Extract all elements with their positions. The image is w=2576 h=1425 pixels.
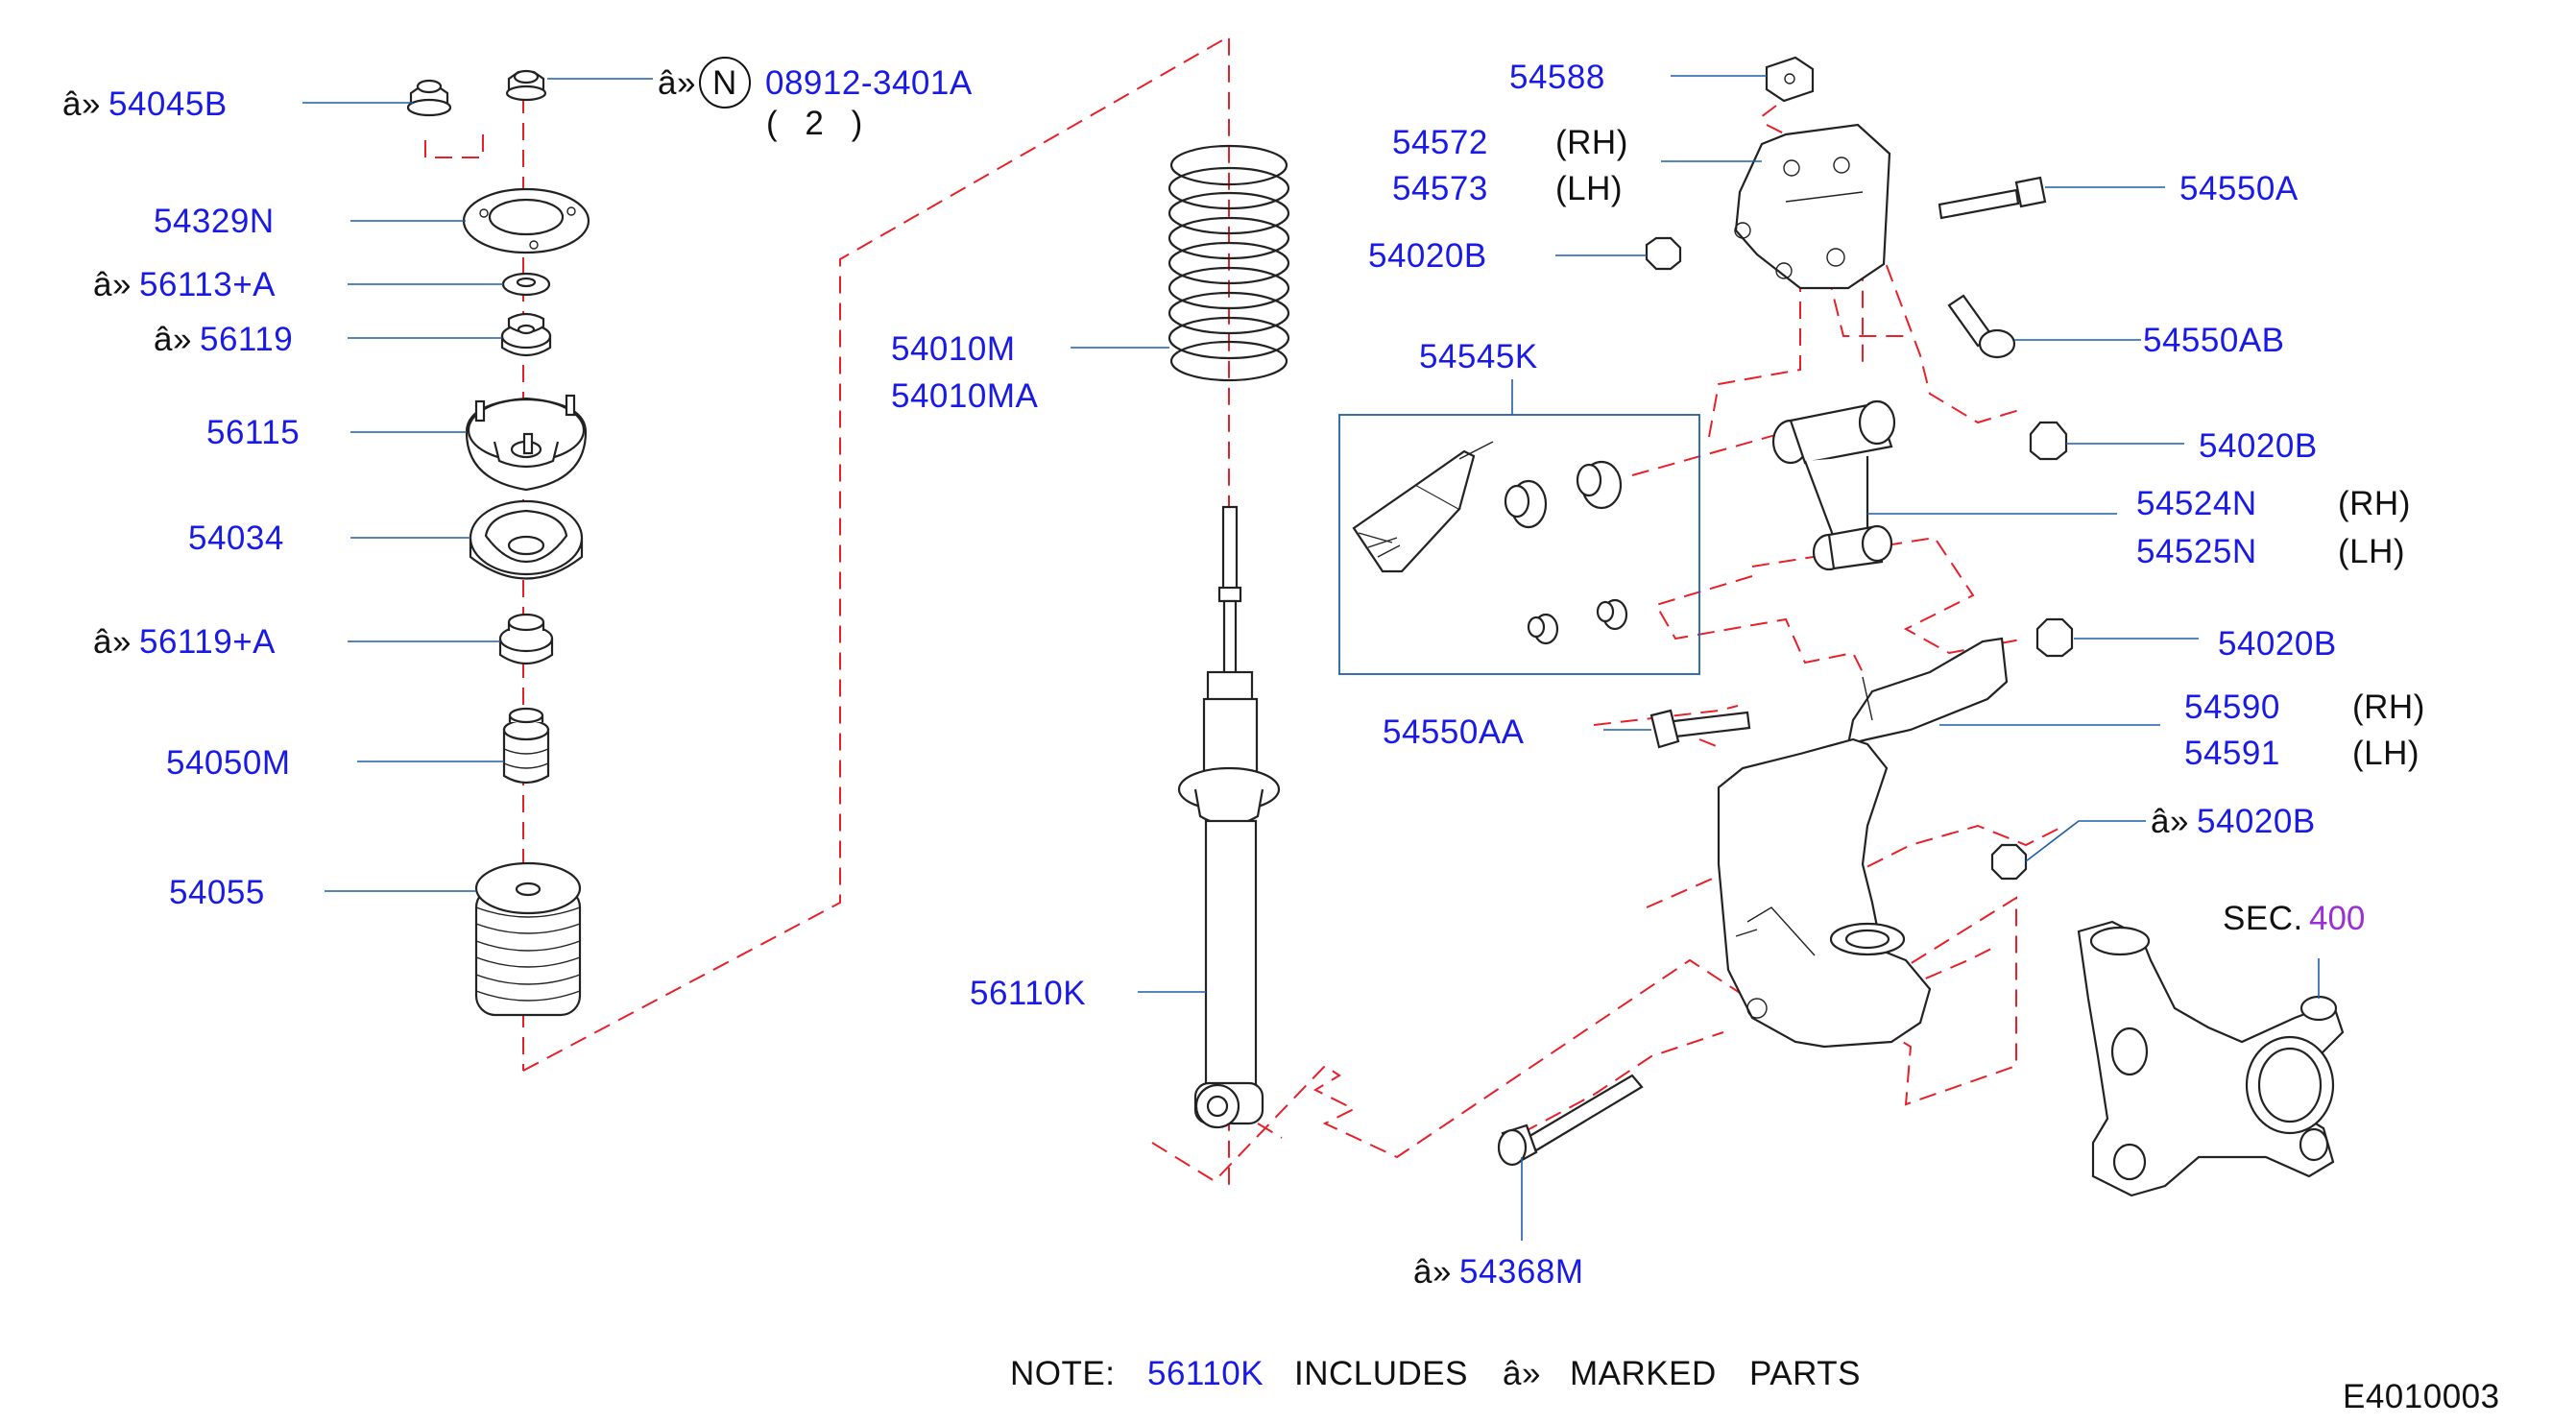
marker-symbol: â» [154,321,192,358]
marker-symbol: â» [1413,1253,1452,1291]
nut-54020b-b-part [2029,421,2068,461]
note-part[interactable]: 56110K [1147,1355,1264,1392]
label-54050m[interactable]: 54050M [166,744,290,782]
link-54524n-part [1771,399,1896,571]
kit-54545k-box [1338,379,1700,675]
part-number: 56113+A [139,266,276,303]
note-prefix: NOTE: [1010,1355,1115,1392]
note-marked: MARKED [1570,1355,1717,1392]
clip-54588-part [1765,56,1815,103]
nut-54045b-part [406,79,452,117]
nut-54020b-c-part [2035,617,2074,658]
label-54590-rh[interactable]: 54590 (RH) [2184,688,2425,726]
section-number: 400 [2309,900,2365,937]
label-08912-3401a[interactable]: â» N 08912-3401A ( 2 ) [658,57,973,142]
bolt-54368m-part [1497,1074,1644,1167]
label-54572-rh[interactable]: 54572 (RH) [1392,124,1628,161]
quantity: ( 2 ) [766,105,863,142]
part-number: 54020B [2197,803,2316,840]
section-prefix: SEC. [2223,900,2303,937]
drawing-id: E4010003 [2343,1378,2500,1415]
note-parts: PARTS [1749,1355,1861,1392]
part-number: 54045B [108,85,228,123]
part-number: 54525N [2136,533,2257,570]
side-rh: (RH) [2338,485,2411,522]
note-includes: INCLUDES [1294,1355,1468,1392]
bump-stopper-54050m-part [502,707,550,785]
label-54550a[interactable]: 54550A [2179,170,2299,207]
note-line: NOTE: 56110K INCLUDES â» MARKED PARTS [1010,1355,1861,1392]
label-sec400[interactable]: SEC. 400 [2223,900,2365,937]
label-54010ma[interactable]: 54010MA [891,377,1038,415]
marker-symbol: â» [93,266,132,303]
nut-54020b-a-part [1645,236,1682,271]
bushing-56119-part [500,312,552,357]
marker-symbol: â» [2151,803,2189,840]
part-number: 08912-3401A [765,64,973,102]
bracket-54572-part [1734,123,1891,290]
knuckle-sec400-part [2077,920,2345,1197]
part-number: 54573 [1392,170,1488,207]
label-54034[interactable]: 54034 [188,519,284,557]
washer-56113-part [501,272,551,297]
mount-56115-part [465,394,588,492]
label-54525n-lh[interactable]: 54525N (LH) [2136,533,2405,570]
label-54055[interactable]: 54055 [169,874,265,911]
part-number: 56119 [200,321,293,358]
label-54329n[interactable]: 54329N [154,203,275,240]
shock-absorber-56110k-part [1177,505,1281,1129]
label-54020b-b[interactable]: 54020B [2199,427,2318,465]
nut-08912-part [505,69,547,102]
upper-plate-54329n-part [462,187,590,254]
label-54020b-d[interactable]: â» 54020B [2151,803,2316,840]
bolt-54550a-part [1938,176,2047,220]
bolt-54550aa-part [1649,709,1751,749]
marker-symbol: â» [658,64,696,102]
label-56110k[interactable]: 56110K [970,975,1086,1012]
label-54550ab[interactable]: 54550AB [2143,322,2285,359]
label-56119a[interactable]: â» 56119+A [93,623,276,661]
part-number: 54591 [2184,735,2280,772]
n-circle-icon [699,57,751,109]
nut-54020b-d-part [1990,843,2028,881]
side-lh: (LH) [2338,533,2405,570]
label-56115[interactable]: 56115 [206,414,300,451]
seat-54034-part [469,499,584,580]
part-number: 54368M [1459,1253,1583,1291]
side-lh: (LH) [1555,170,1623,207]
marker-symbol: â» [62,85,101,123]
label-54045b[interactable]: â» 54045B [62,85,228,123]
label-54524n-rh[interactable]: 54524N (RH) [2136,485,2411,522]
control-arm-54590-part [1717,637,2009,1049]
label-54550aa[interactable]: 54550AA [1383,713,1525,751]
label-54020b-a[interactable]: 54020B [1368,237,1487,275]
part-number: 54590 [2184,688,2280,726]
bolt-54550ab-part [1947,294,2016,359]
dust-cover-54055-part [474,861,582,1017]
label-54591-lh[interactable]: 54591 (LH) [2184,735,2420,772]
part-number: 54572 [1392,124,1488,161]
leader-lines [302,75,2320,1241]
n-circle-letter: N [712,64,737,102]
note-marker: â» [1503,1355,1541,1392]
label-56113a[interactable]: â» 56113+A [93,266,276,303]
label-54545k[interactable]: 54545K [1419,338,1538,375]
coil-spring-54010m-part [1168,144,1290,382]
part-number: 56119+A [139,623,276,661]
side-rh: (RH) [2352,688,2425,726]
marker-symbol: â» [93,623,132,661]
label-54573-lh[interactable]: 54573 (LH) [1392,170,1623,207]
label-56119[interactable]: â» 56119 [154,321,293,358]
label-54020b-c[interactable]: 54020B [2218,625,2337,663]
label-54010m[interactable]: 54010M [891,330,1015,368]
part-number: 54524N [2136,485,2257,522]
label-54588[interactable]: 54588 [1509,59,1605,96]
label-54368m[interactable]: â» 54368M [1413,1253,1583,1291]
side-rh: (RH) [1555,124,1628,161]
side-lh: (LH) [2352,735,2420,772]
bushing-56119a-part [498,613,554,665]
